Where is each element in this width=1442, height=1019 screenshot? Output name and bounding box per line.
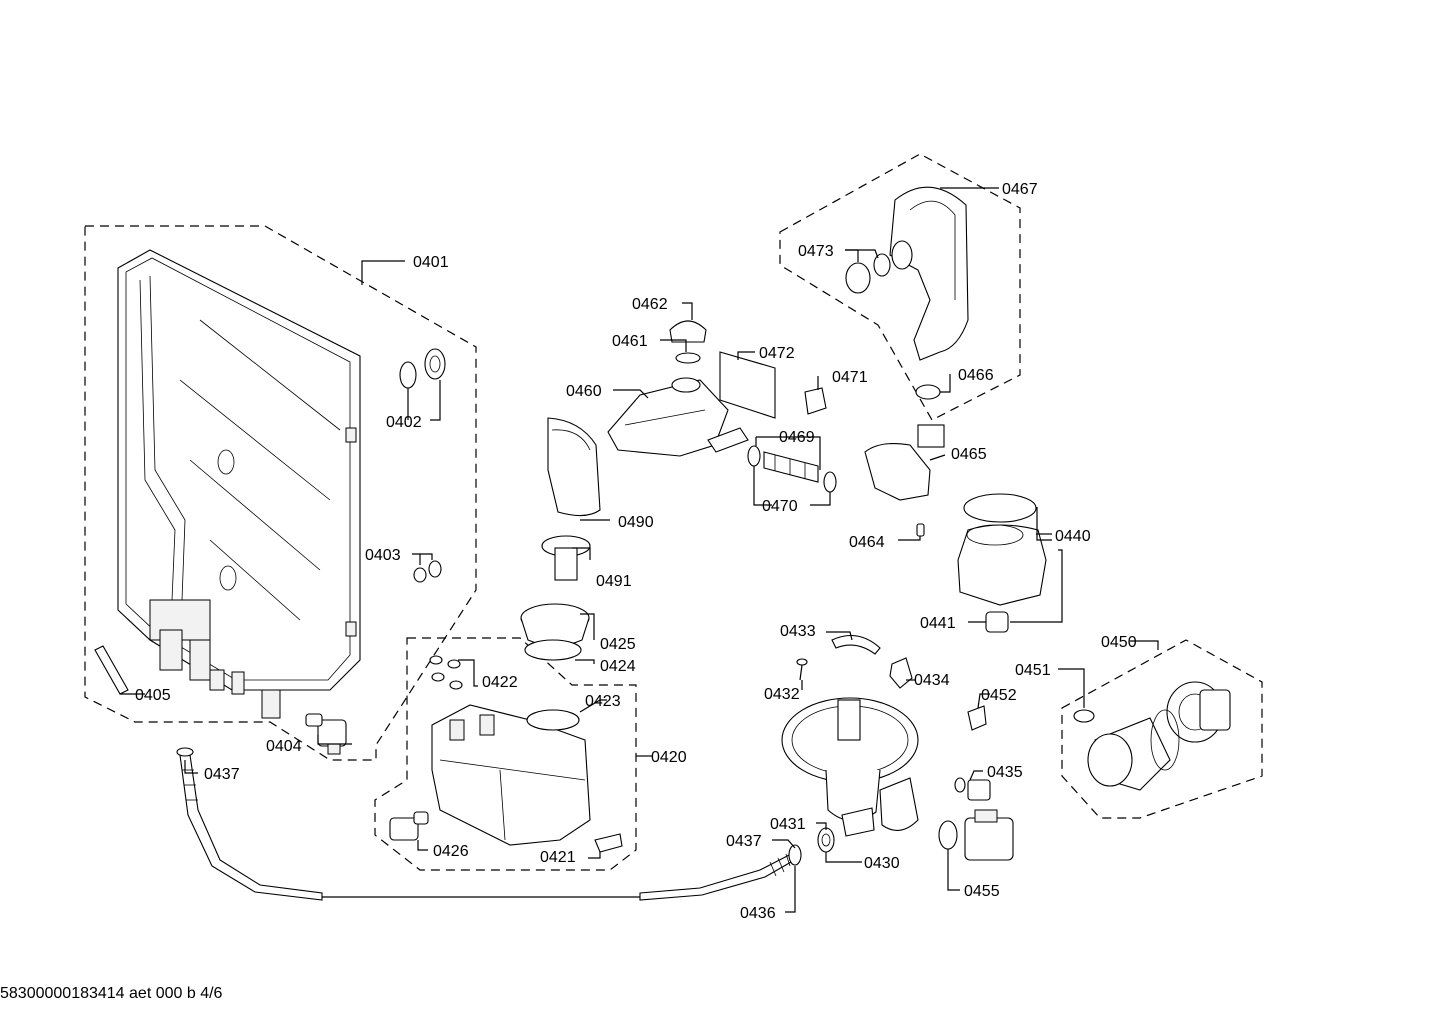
softener-0420 xyxy=(431,704,591,846)
label-0423: 0423 xyxy=(585,693,621,710)
sensor-0441 xyxy=(985,611,1009,633)
label-0431: 0431 xyxy=(770,816,806,833)
seal-set-0422 xyxy=(429,655,463,690)
part-0464 xyxy=(916,523,925,537)
label-0435: 0435 xyxy=(987,764,1023,781)
fitting-0431 xyxy=(817,827,835,853)
strainer-cap-0491 xyxy=(541,535,591,581)
label-0491: 0491 xyxy=(596,573,632,590)
label-0464: 0464 xyxy=(849,534,885,551)
inner-door-panel xyxy=(117,249,361,719)
label-0452: 0452 xyxy=(981,687,1017,704)
seal-0424 xyxy=(524,639,582,661)
leader-lines xyxy=(120,187,1159,913)
screw-0432 xyxy=(796,658,808,681)
label-0433: 0433 xyxy=(780,623,816,640)
label-0405: 0405 xyxy=(135,687,171,704)
label-0421: 0421 xyxy=(540,849,576,866)
label-0461: 0461 xyxy=(612,333,648,350)
seal-ring-0402 xyxy=(399,361,417,389)
cap-0462 xyxy=(669,320,707,343)
clip-0471 xyxy=(804,387,827,415)
label-0460: 0460 xyxy=(566,383,602,400)
seal-0403 xyxy=(413,567,427,583)
label-0473: 0473 xyxy=(798,243,834,260)
label-0441: 0441 xyxy=(920,615,956,632)
circulation-pump-0450 xyxy=(1087,681,1231,791)
label-0425: 0425 xyxy=(600,636,636,653)
label-0472: 0472 xyxy=(759,345,795,362)
label-0420: 0420 xyxy=(651,749,687,766)
group-box-water-softener xyxy=(374,637,637,871)
label-0490: 0490 xyxy=(618,514,654,531)
clip-0433 xyxy=(831,634,881,655)
heater-assembly-0440 xyxy=(957,493,1047,606)
label-0437-left: 0437 xyxy=(204,766,240,783)
label-0450: 0450 xyxy=(1101,634,1137,651)
label-0426: 0426 xyxy=(433,843,469,860)
sump-0430 xyxy=(781,697,919,837)
label-0424: 0424 xyxy=(600,658,636,675)
label-0404: 0404 xyxy=(266,738,302,755)
motor-0465 xyxy=(864,424,945,501)
label-0470: 0470 xyxy=(762,498,798,515)
fitting-0403 xyxy=(428,560,442,578)
seal-0455 xyxy=(938,820,958,850)
clip-0452 xyxy=(967,705,987,731)
label-0451: 0451 xyxy=(1015,662,1051,679)
label-0434: 0434 xyxy=(914,672,950,689)
clip-0421 xyxy=(594,833,623,853)
housing-0467 xyxy=(889,186,969,361)
label-0467: 0467 xyxy=(1002,181,1038,198)
label-0465: 0465 xyxy=(951,446,987,463)
cover-plate-0472 xyxy=(719,351,776,419)
clip-0405 xyxy=(94,645,129,695)
funnel-0490 xyxy=(547,417,601,517)
label-0436: 0436 xyxy=(740,905,776,922)
sensor-0435 xyxy=(954,777,991,801)
nut-0402 xyxy=(424,348,446,380)
drain-hose xyxy=(176,747,802,901)
label-0402: 0402 xyxy=(386,414,422,431)
seal-0466 xyxy=(915,384,941,400)
label-0403: 0403 xyxy=(365,547,401,564)
label-0437-right: 0437 xyxy=(726,833,762,850)
label-0440: 0440 xyxy=(1055,528,1091,545)
seal-0461 xyxy=(675,352,701,364)
label-0401: 0401 xyxy=(413,254,449,271)
label-0422: 0422 xyxy=(482,674,518,691)
drain-pump-0455 xyxy=(964,809,1014,861)
group-box-pump-0450 xyxy=(1061,639,1263,819)
document-id: 58300000183414 aet 000 b 4/6 xyxy=(0,985,223,1002)
clamp-0451 xyxy=(1073,709,1095,723)
air-break-0460 xyxy=(607,377,749,457)
clip-0434 xyxy=(889,657,913,689)
reservoir-0425 xyxy=(520,603,590,647)
label-0471: 0471 xyxy=(832,369,868,386)
label-0430: 0430 xyxy=(864,855,900,872)
label-0462: 0462 xyxy=(632,296,668,313)
valve-0426 xyxy=(389,811,429,841)
impeller-0473 xyxy=(845,262,871,294)
label-0455: 0455 xyxy=(964,883,1000,900)
inlet-valve-0404 xyxy=(305,713,347,755)
seal-0473a xyxy=(873,253,891,277)
label-0432: 0432 xyxy=(764,686,800,703)
label-0469: 0469 xyxy=(779,429,815,446)
hose-0470 xyxy=(747,445,837,493)
label-0466: 0466 xyxy=(958,367,994,384)
